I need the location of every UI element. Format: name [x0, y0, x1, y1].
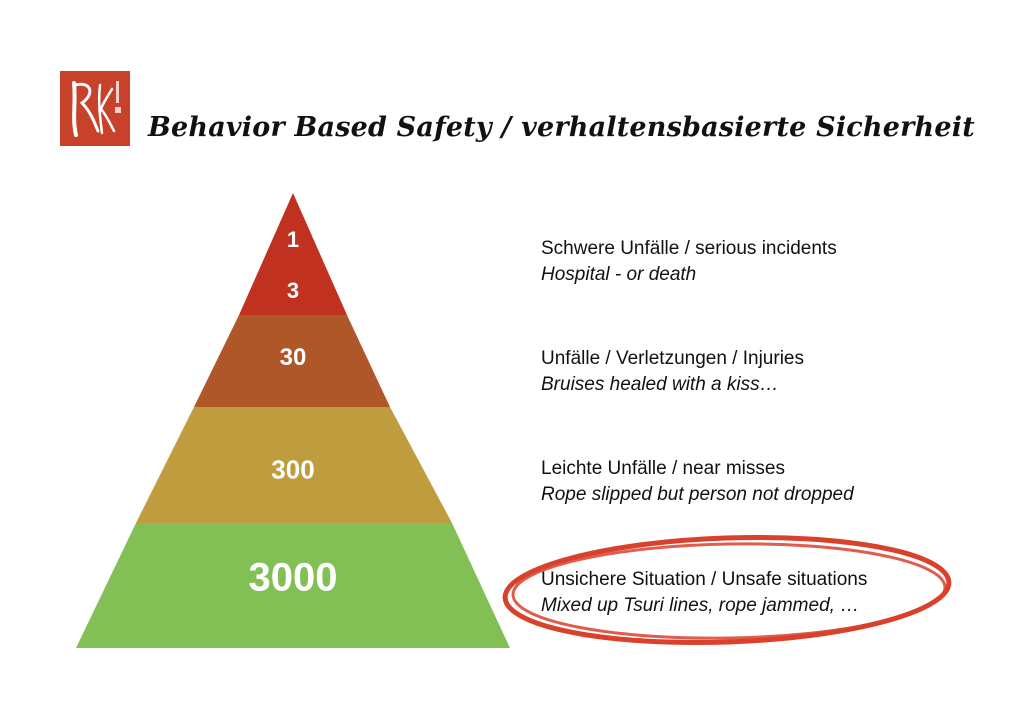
description-near-misses: Leichte Unfälle / near misses Rope slipp… [541, 456, 854, 508]
page-title: Behavior Based Safety / verhaltensbasier… [148, 112, 975, 143]
pyramid-label-30: 30 [279, 344, 307, 371]
pyramid-label-3: 3 [286, 278, 300, 303]
description-main: Schwere Unfälle / serious incidents [541, 238, 837, 259]
pyramid-tier-serious [239, 193, 347, 315]
description-sub: Hospital - or death [541, 264, 697, 285]
description-sub: Mixed up Tsuri lines, rope jammed, … [541, 595, 860, 616]
description-sub: Bruises healed with a kiss… [541, 374, 779, 395]
description-sub: Rope slipped but person not dropped [541, 484, 854, 505]
description-main: Leichte Unfälle / near misses [541, 458, 785, 479]
pyramid-tier-injuries [194, 315, 390, 407]
description-injuries: Unfälle / Verletzungen / Injuries Bruise… [541, 346, 804, 398]
pyramid-label-300: 300 [271, 454, 315, 485]
description-main: Unfälle / Verletzungen / Injuries [541, 348, 804, 369]
rk-logo [60, 71, 130, 146]
pyramid-tier-near-misses [136, 407, 452, 523]
pyramid-tier-unsafe [76, 523, 510, 648]
description-main: Unsichere Situation / Unsafe situations [541, 569, 868, 590]
description-serious: Schwere Unfälle / serious incidents Hosp… [541, 236, 837, 288]
pyramid-label-3000: 3000 [248, 555, 338, 600]
description-unsafe: Unsichere Situation / Unsafe situations … [541, 567, 867, 619]
pyramid-label-1: 1 [286, 227, 300, 252]
